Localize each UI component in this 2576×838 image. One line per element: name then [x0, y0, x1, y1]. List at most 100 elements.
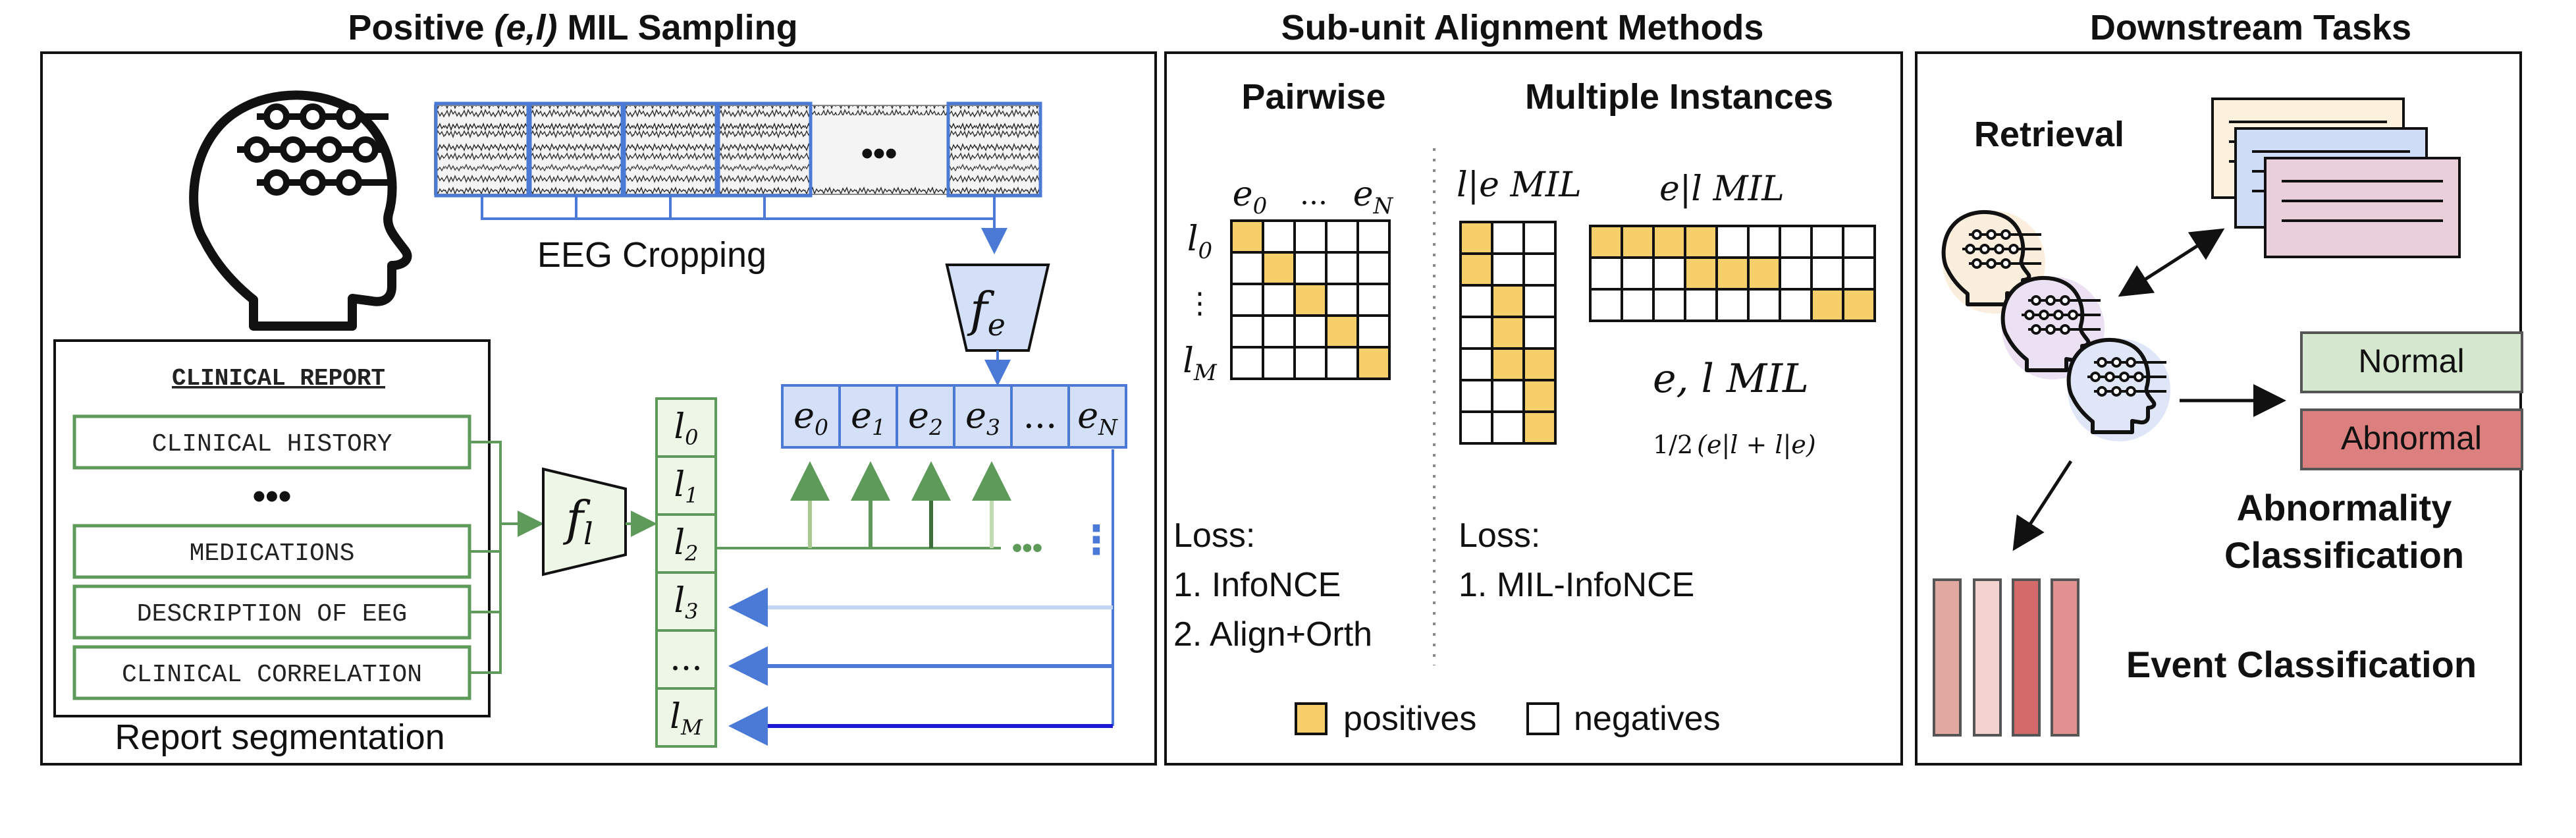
l-token-cell-0	[655, 397, 717, 458]
pairwise-grid	[1230, 219, 1391, 380]
le-mil-cell-3-1	[1491, 316, 1525, 350]
legend-negative-swatch	[1526, 702, 1559, 735]
report-section-clinical-history: CLINICAL HISTORY	[72, 414, 471, 470]
retrieved-reports-stack	[2211, 98, 2461, 258]
pairwise-cell-3-0	[1230, 314, 1264, 349]
el-mil-cell-2-8	[1842, 288, 1876, 322]
le-mil-cell-5-0	[1459, 379, 1493, 413]
le-mil-cell-4-1	[1491, 347, 1525, 381]
report-section-medications: MEDICATIONS	[72, 524, 471, 579]
normal-label: Normal	[2358, 343, 2464, 379]
elc-mil-formula: 1/2(e|l + l|e)	[1653, 430, 1816, 459]
eeg-signal-strip: •••	[434, 105, 1041, 195]
l-token-cell-2	[655, 513, 717, 574]
report-to-fl-connectors	[470, 441, 544, 674]
report-title: CLINICAL REPORT	[172, 365, 385, 392]
el-mil-cell-1-2	[1652, 256, 1686, 291]
pairwise-cell-2-4	[1356, 283, 1391, 317]
svg-text:...: ...	[1300, 178, 1328, 211]
pairwise-cell-3-2	[1293, 314, 1328, 349]
pairwise-cell-2-2	[1293, 283, 1328, 317]
eeg-head-icon	[194, 95, 407, 326]
report-card-front	[2264, 157, 2461, 258]
el-mil-cell-2-1	[1621, 288, 1655, 322]
l-token-cell-4	[655, 629, 717, 690]
le-mil-cell-1-2	[1522, 252, 1557, 287]
svg-text:Classification: Classification	[2224, 534, 2464, 576]
svg-text:DESCRIPTION OF EEG: DESCRIPTION OF EEG	[137, 600, 407, 628]
e-token-cell-1	[838, 384, 898, 449]
event-bar-4	[2051, 578, 2080, 737]
elc-mil-label: e, l MIL	[1653, 356, 1809, 402]
pairwise-row-labels: l0 ⋮ lM	[1183, 219, 1218, 386]
el-mil-cell-1-6	[1779, 256, 1813, 291]
normal-class-box: Normal	[2300, 331, 2523, 393]
abnormality-classification-label: Abnormality Classification	[2224, 487, 2464, 576]
svg-text:Loss:: Loss:	[1173, 517, 1255, 555]
pairwise-cell-4-2	[1293, 346, 1328, 380]
e-token-label-1: e1	[851, 395, 886, 440]
sampling-panel-title: Positive (e,l) MIL Sampling	[348, 8, 797, 47]
el-mil-cell-1-7	[1810, 256, 1844, 291]
svg-text:MEDICATIONS: MEDICATIONS	[190, 540, 355, 568]
to-event-arrow	[2012, 460, 2073, 551]
svg-text:e0: e0	[1233, 175, 1267, 219]
pairwise-cell-3-4	[1356, 314, 1391, 349]
l2-links-ellipsis: •••	[1012, 532, 1042, 564]
multiple-instances-label: Multiple Instances	[1525, 77, 1833, 117]
svg-text:lM: lM	[1183, 341, 1218, 386]
e-token-label-0: e0	[793, 395, 828, 440]
le-mil-label: l|e MIL	[1457, 165, 1582, 205]
en-to-l-arrows: ⋮	[728, 449, 1116, 746]
legend-positive-label: positives	[1343, 700, 1476, 738]
pairwise-cell-2-0	[1230, 283, 1264, 317]
svg-text:fl: fl	[562, 491, 593, 551]
le-mil-cell-5-2	[1522, 379, 1557, 413]
abnormal-class-box: Abnormal	[2300, 408, 2523, 470]
pairwise-cell-0-4	[1356, 219, 1391, 254]
svg-text:1. InfoNCE: 1. InfoNCE	[1173, 566, 1341, 604]
le-mil-cell-0-2	[1522, 221, 1557, 255]
pairwise-label: Pairwise	[1241, 77, 1385, 117]
le-mil-grid	[1459, 221, 1557, 445]
eeg-crop-bracket	[481, 196, 1007, 254]
e-token-label-5: eN	[1077, 395, 1118, 440]
el-mil-cell-1-3	[1684, 256, 1718, 291]
e-token-label-4: ...	[1023, 395, 1058, 436]
el-mil-grid	[1589, 225, 1876, 322]
l-token-cell-3	[655, 571, 717, 632]
svg-text:l0: l0	[1187, 219, 1212, 264]
retrieval-label: Retrieval	[1974, 115, 2124, 154]
alignment-panel-frame	[1164, 51, 1903, 766]
pairwise-cell-4-4	[1356, 346, 1391, 380]
e-token-cell-4	[1010, 384, 1070, 449]
eeg-ellipsis: •••	[861, 134, 898, 173]
alignment-legend: positives negatives	[1295, 700, 1721, 738]
event-bar-2	[1973, 578, 2002, 737]
pairwise-cell-2-3	[1325, 283, 1359, 317]
el-mil-cell-0-0	[1589, 225, 1623, 259]
eeg-encoder-fe: fe	[945, 264, 1050, 352]
el-mil-cell-1-8	[1842, 256, 1876, 291]
pairwise-cell-1-2	[1293, 251, 1328, 285]
le-mil-cell-6-0	[1459, 410, 1493, 445]
downstream-panel-title: Downstream Tasks	[2090, 8, 2411, 47]
pairwise-cell-1-1	[1262, 251, 1296, 285]
pairwise-cell-0-3	[1325, 219, 1359, 254]
l-token-cell-5	[655, 687, 717, 748]
clinical-report: CLINICAL REPORT CLINICAL HISTORY ••• MED…	[53, 339, 491, 717]
el-mil-cell-1-1	[1621, 256, 1655, 291]
report-segmentation-label: Report segmentation	[115, 717, 444, 757]
e-token-label-2: e2	[908, 395, 943, 440]
abnormal-label: Abnormal	[2341, 420, 2482, 457]
svg-text:CLINICAL CORRELATION: CLINICAL CORRELATION	[122, 661, 422, 689]
le-mil-cell-4-0	[1459, 347, 1493, 381]
le-mil-cell-0-1	[1491, 221, 1525, 255]
el-mil-cell-2-0	[1589, 288, 1623, 322]
legend-negative-label: negatives	[1574, 700, 1721, 738]
l-token-label-4: ...	[670, 639, 703, 679]
el-mil-cell-1-4	[1715, 256, 1750, 291]
svg-text:Abnormality: Abnormality	[2237, 487, 2452, 528]
